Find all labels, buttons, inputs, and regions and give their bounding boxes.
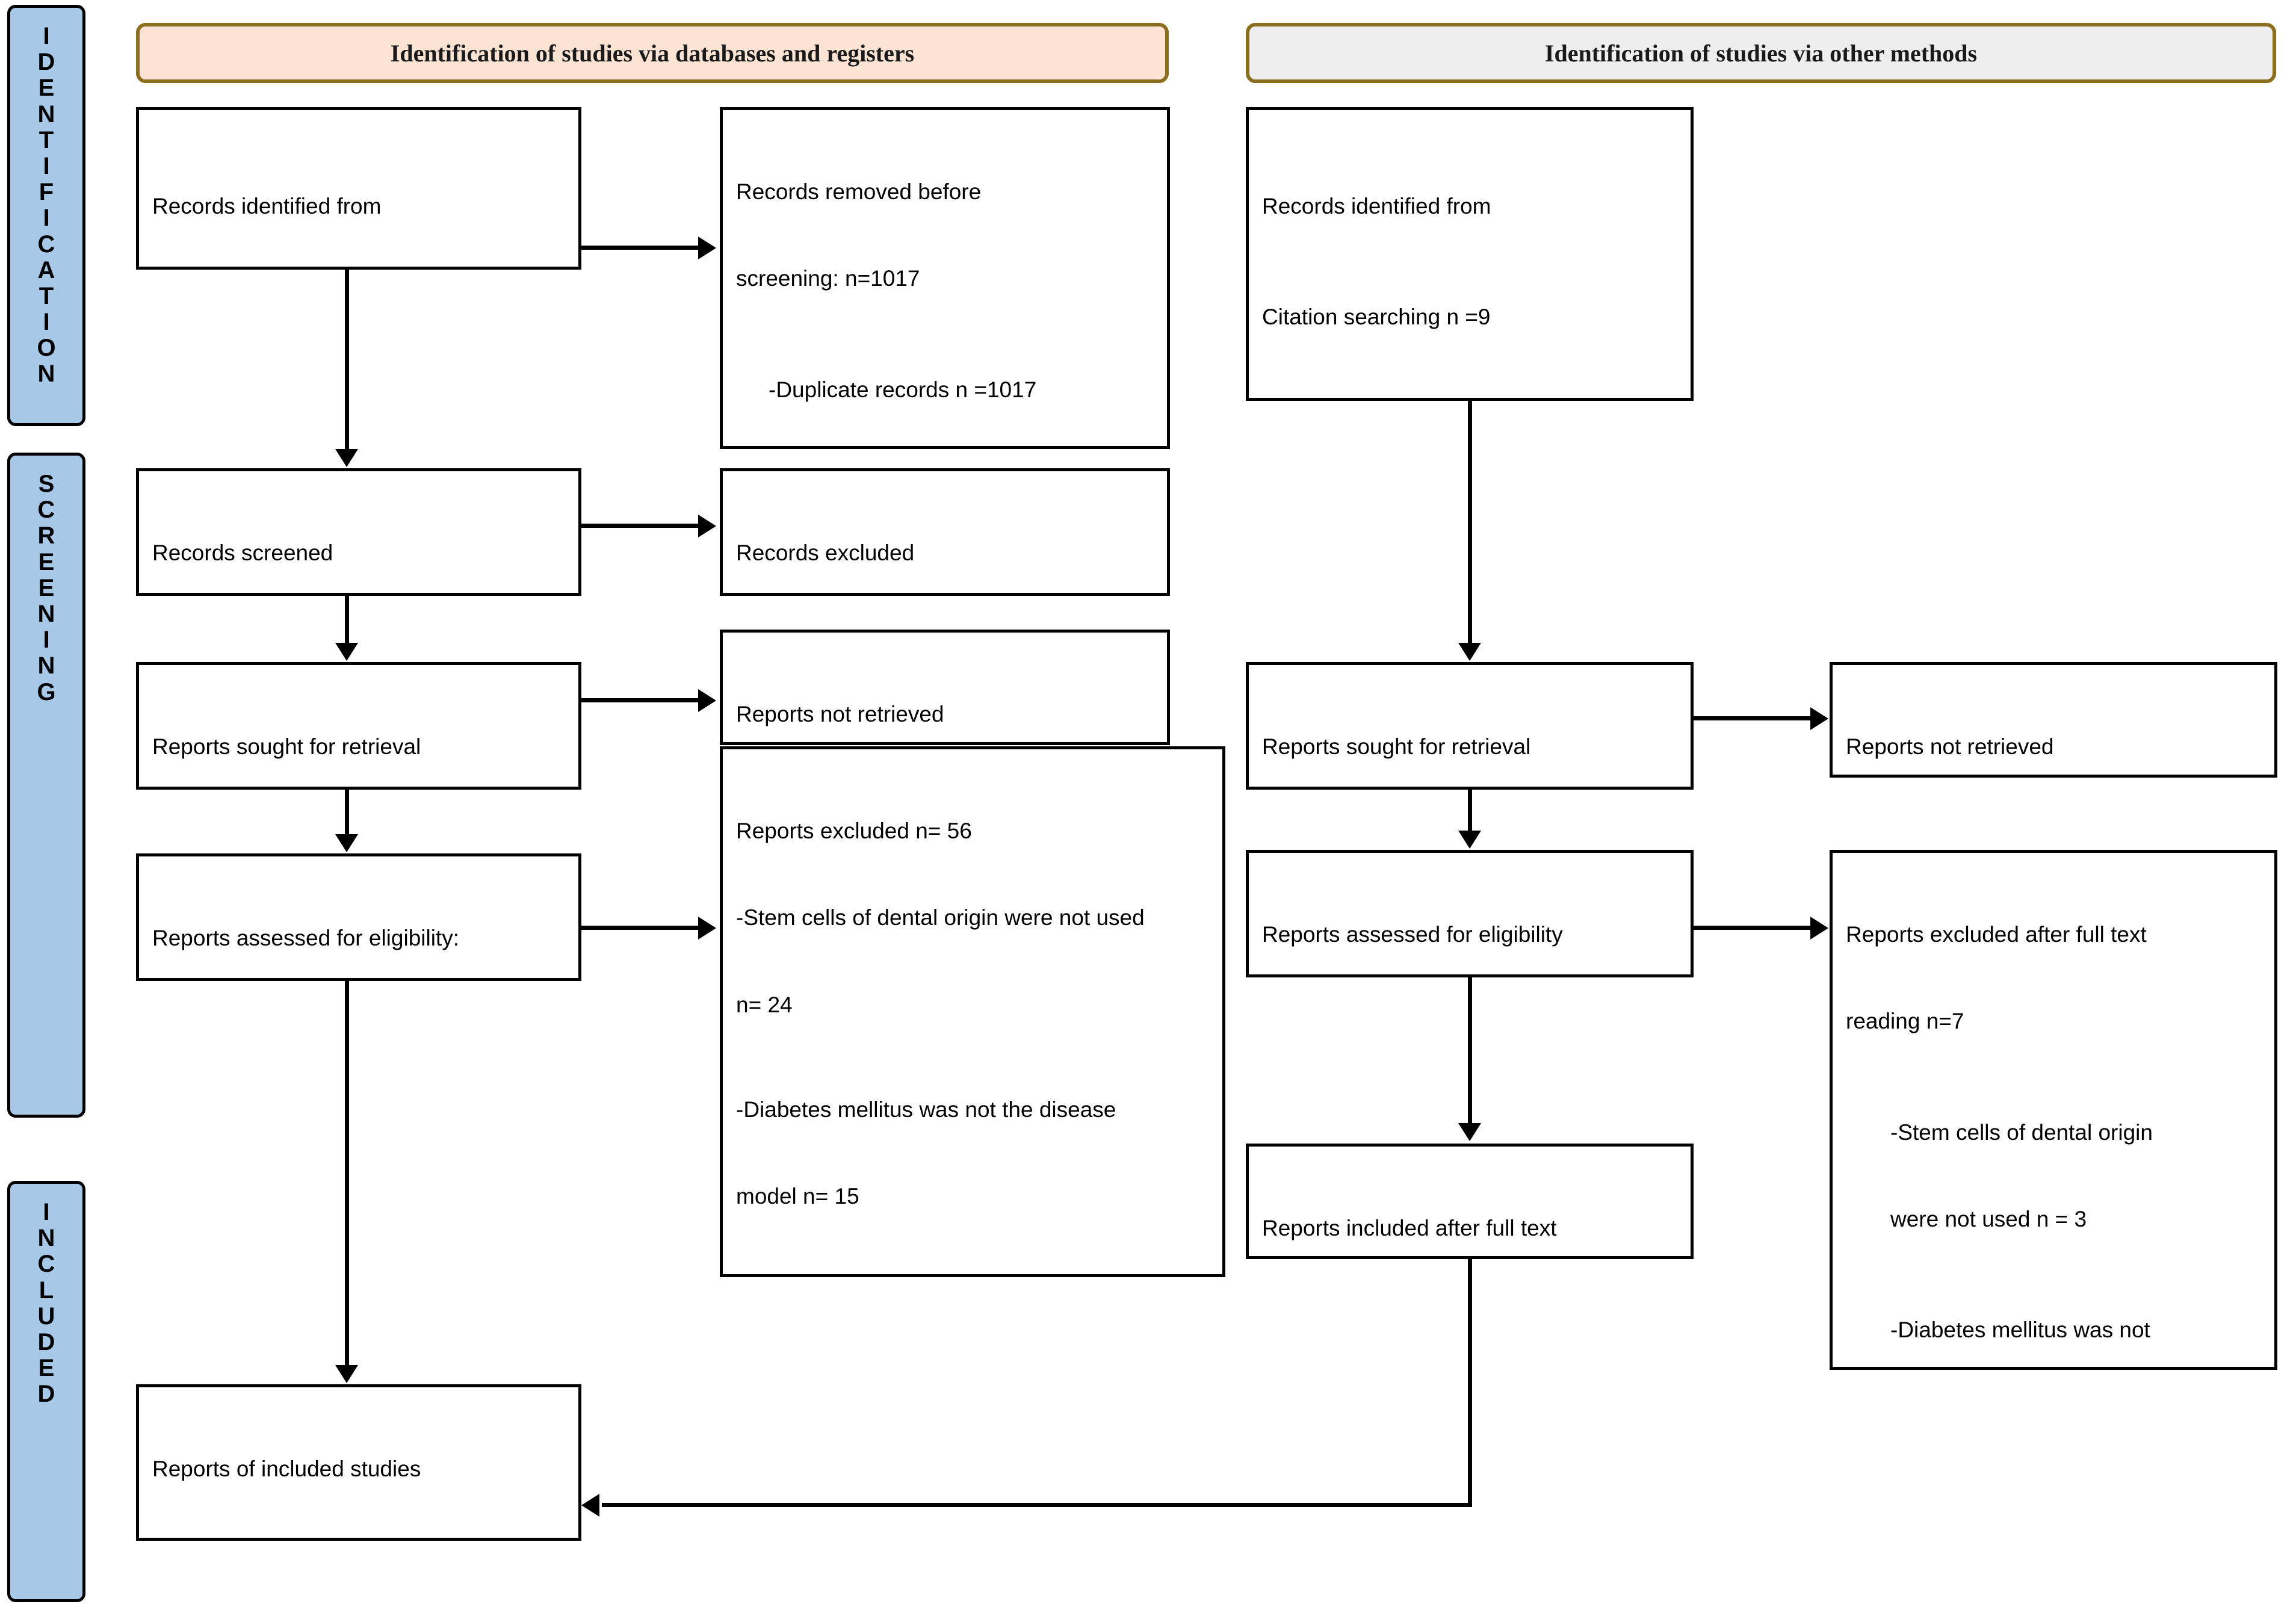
records-screened-line1: Records screened — [152, 540, 333, 566]
records-identified-other-line2: Citation searching n =9 — [1262, 305, 1491, 330]
reports-excluded-other-line2: reading n=7 — [1846, 1009, 1964, 1034]
arrowhead-assessed-to-excluded-db — [698, 917, 716, 940]
arrowhead-screened-to-sought — [335, 643, 358, 661]
reports-included-other-line1: Reports included after full text — [1262, 1216, 1557, 1241]
box-reports-excluded-db: Reports excluded n= 56 -Stem cells of de… — [720, 746, 1225, 1277]
connector-identified-to-removed — [581, 246, 699, 250]
connector-identified-to-screened — [345, 270, 349, 450]
box-reports-assessed-eligibility-other: Reports assessed for eligibility n =9 — [1246, 850, 1694, 977]
records-identified-db-line1: Records identified from — [152, 194, 382, 219]
reports-sought-db-line1: Reports sought for retrieval — [152, 734, 421, 760]
records-removed-line2: screening: n=1017 — [736, 266, 920, 291]
box-reports-not-retrieved-other: Reports not retrieved n =0 — [1830, 662, 2277, 778]
arrowhead-sought-to-notretrieved-other — [1810, 707, 1828, 730]
arrowhead-assessed-to-final — [335, 1365, 358, 1383]
connector-included-other-down — [1468, 1259, 1472, 1507]
reason-stem-cells-line1: -Stem cells of dental origin were not us… — [736, 905, 1145, 930]
arrowhead-identified-to-screened — [335, 449, 358, 467]
banner-other-label: Identification of studies via other meth… — [1544, 39, 1978, 67]
reason-duplicate-records: -Duplicate records n =1017 — [769, 377, 1037, 402]
connector-sought-to-notretrieved-other — [1694, 716, 1812, 720]
box-records-identified-other: Records identified from Citation searchi… — [1246, 107, 1694, 401]
arrowhead-included-other-to-final — [581, 1494, 599, 1517]
arrowhead-screened-to-excluded — [698, 515, 716, 537]
box-records-removed-before-screening: Records removed before screening: n=1017… — [720, 107, 1170, 449]
arrowhead-sought-to-assessed-db — [335, 834, 358, 852]
reports-assessed-db-line1: Reports assessed for eligibility: — [152, 926, 459, 951]
arrowhead-sought-to-assessed-other — [1458, 831, 1481, 849]
arrowhead-identified-to-sought-other — [1458, 643, 1481, 661]
reason-stem-cells-line2: n= 24 — [736, 992, 793, 1017]
connector-assessed-to-included-other — [1468, 977, 1472, 1124]
box-records-screened: Records screened n = 4014 — [136, 468, 581, 596]
records-excluded-line1: Records excluded — [736, 540, 915, 566]
connector-sought-to-assessed-db — [345, 790, 349, 837]
box-reports-sought-retrieval-db: Reports sought for retrieval n =78 — [136, 662, 581, 790]
reports-assessed-other-line1: Reports assessed for eligibility — [1262, 922, 1563, 947]
records-removed-line1: Records removed before — [736, 179, 982, 205]
reason-diabetes-model-line1: -Diabetes mellitus was not the disease — [736, 1097, 1116, 1122]
connector-assessed-to-final — [345, 981, 349, 1366]
connector-assessed-to-excluded-other — [1694, 926, 1812, 930]
connector-screened-to-sought — [345, 596, 349, 645]
box-reports-assessed-eligibility-db: Reports assessed for eligibility: n =76 — [136, 853, 581, 981]
banner-identification-databases: Identification of studies via databases … — [136, 23, 1169, 83]
box-reports-included-other: Reports included after full text reading… — [1246, 1144, 1694, 1259]
arrowhead-sought-to-notretrieved-db — [698, 689, 716, 712]
reports-not-retrieved-db-line1: Reports not retrieved — [736, 702, 944, 727]
connector-sought-to-notretrieved-db — [581, 698, 699, 702]
other-reason-stem-cells-line1: -Stem cells of dental origin — [1890, 1119, 2153, 1145]
other-reason-stem-cells-line2: were not used n = 3 — [1890, 1207, 2087, 1232]
box-reports-sought-retrieval-other: Reports sought for retrieval n = 9 — [1246, 662, 1694, 790]
reports-excluded-db-title: Reports excluded n= 56 — [736, 819, 972, 844]
records-identified-other-line1: Records identified from — [1262, 194, 1491, 219]
box-reports-included-studies: Reports of included studies n = 22 Studi… — [136, 1384, 581, 1541]
connector-sought-to-assessed-other — [1468, 790, 1472, 833]
reports-excluded-other-line1: Reports excluded after full text — [1846, 922, 2147, 947]
reports-not-retrieved-other-line1: Reports not retrieved — [1846, 734, 2054, 760]
reason-diabetes-model-line2: model n= 15 — [736, 1184, 859, 1209]
banner-identification-other: Identification of studies via other meth… — [1246, 23, 2276, 83]
box-reports-excluded-other: Reports excluded after full text reading… — [1830, 850, 2277, 1370]
connector-screened-to-excluded — [581, 524, 699, 528]
connector-included-other-to-final — [602, 1503, 1472, 1507]
box-records-identified-databases: Records identified from Databases n = 50… — [136, 107, 581, 270]
arrowhead-identified-to-removed — [698, 237, 716, 259]
other-reason-diabetes-line1: -Diabetes mellitus was not — [1890, 1317, 2150, 1343]
box-records-excluded: Records excluded n =3936 — [720, 468, 1170, 596]
connector-identified-to-sought-other — [1468, 401, 1472, 644]
arrowhead-assessed-to-included-other — [1458, 1123, 1481, 1141]
connector-assessed-to-excluded-db — [581, 926, 699, 930]
box-reports-not-retrieved-db: Reports not retrieved n =2 — [720, 630, 1170, 745]
included-studies-line1: Reports of included studies — [152, 1457, 421, 1482]
reports-sought-other-line1: Reports sought for retrieval — [1262, 734, 1531, 760]
arrowhead-assessed-to-excluded-other — [1810, 917, 1828, 940]
banner-databases-label: Identification of studies via databases … — [390, 39, 915, 67]
